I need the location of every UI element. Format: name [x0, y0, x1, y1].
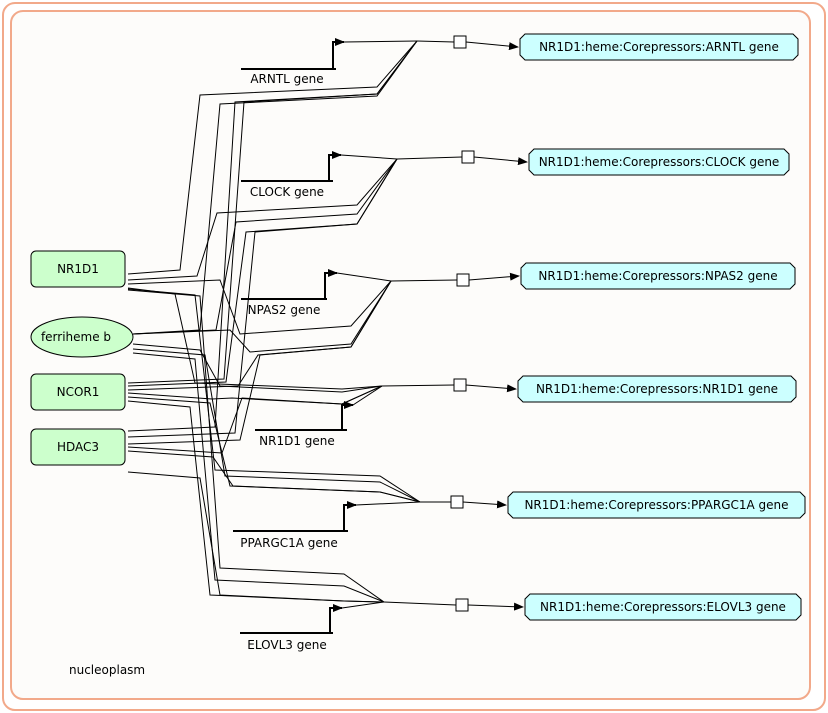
edge-hub-to-reaction-npas2-gene: [390, 279, 458, 282]
input-ncor1-label: NCOR1: [57, 385, 100, 399]
product-elovl3-gene-box: [524, 593, 802, 621]
compartment-nucleoplasm: [10, 10, 811, 700]
edge-hub-to-reaction-clock-gene: [396, 156, 463, 160]
gene-ppargc1a-gene[interactable]: PPARGC1A gene: [233, 501, 357, 550]
edge-input-3-to-ppargc1a-gene: [127, 450, 421, 503]
gene-nr1d1-gene-arrow: [341, 401, 354, 430]
gene-ppargc1a-gene-arrow: [343, 501, 357, 531]
edge-layer: [127, 40, 421, 603]
edge-clock-gene-to-hub: [340, 154, 398, 160]
gene-clock-gene-label: CLOCK gene: [250, 185, 324, 199]
edge-hub-to-reaction-arntl-gene: [416, 40, 455, 43]
input-ferriheme-node[interactable]: ferriheme b: [30, 316, 134, 358]
input-hdac3-box: [30, 428, 126, 466]
product-nr1d1-gene-label: NR1D1:heme:Corepressors:NR1D1 gene: [536, 382, 778, 396]
gene-elovl3-gene-arrow: [329, 604, 343, 633]
product-nr1d1-gene-box: [517, 375, 797, 403]
gene-npas2-gene-arrow: [324, 269, 338, 299]
product-ppargc1a-gene[interactable]: NR1D1:heme:Corepressors:PPARGC1A gene: [507, 491, 806, 519]
product-clock-gene[interactable]: NR1D1:heme:Corepressors:CLOCK gene: [528, 148, 790, 176]
edge-input-1-to-ppargc1a-gene: [132, 348, 421, 503]
reaction-node-npas2-gene[interactable]: [456, 273, 470, 287]
input-hdac3-label: HDAC3: [57, 440, 99, 454]
gene-npas2-gene[interactable]: NPAS2 gene: [241, 269, 338, 317]
reaction-node-nr1d1-gene[interactable]: [453, 378, 467, 392]
edge-input-1-to-elovl3-gene: [132, 352, 385, 603]
edge-reaction-to-product-clock-gene: [473, 156, 528, 166]
gene-elovl3-gene-label: ELOVL3 gene: [247, 638, 326, 652]
edge-reaction-to-product-ppargc1a-gene: [462, 500, 507, 509]
edge-input-3-to-elovl3-gene: [127, 471, 385, 603]
gene-arntl-gene[interactable]: ARNTL gene: [241, 38, 345, 86]
product-ppargc1a-gene-box: [507, 491, 806, 519]
gene-elovl3-gene[interactable]: ELOVL3 gene: [240, 604, 343, 652]
edge-ppargc1a-gene-to-hub: [355, 501, 421, 506]
gene-arntl-gene-label: ARNTL gene: [250, 72, 323, 86]
input-ncor1-box: [30, 373, 126, 411]
edge-hub-to-reaction-nr1d1-gene: [381, 384, 455, 387]
product-npas2-gene-label: NR1D1:heme:Corepressors:NPAS2 gene: [538, 269, 777, 283]
reactions-layer: ARNTL gene NR1D1:heme:Corepressors:ARNTL …: [233, 33, 806, 652]
edge-input-0-to-elovl3-gene: [127, 289, 385, 603]
edge-reaction-to-product-nr1d1-gene: [465, 384, 517, 393]
edge-input-0-to-ppargc1a-gene: [127, 288, 421, 503]
product-npas2-gene[interactable]: NR1D1:heme:Corepressors:NPAS2 gene: [520, 262, 796, 290]
product-nr1d1-gene[interactable]: NR1D1:heme:Corepressors:NR1D1 gene: [517, 375, 797, 403]
edge-nr1d1-gene-to-hub: [352, 385, 383, 406]
product-arntl-gene-label: NR1D1:heme:Corepressors:ARNTL gene: [539, 40, 779, 54]
product-elovl3-gene-label: NR1D1:heme:Corepressors:ELOVL3 gene: [540, 600, 786, 614]
reaction-node-elovl3-gene[interactable]: [455, 598, 469, 612]
reaction-node-arntl-gene[interactable]: [453, 35, 467, 49]
edge-input-3-to-clock-gene: [127, 158, 398, 438]
edge-input-3-to-arntl-gene: [127, 40, 418, 432]
edge-input-0-to-arntl-gene: [127, 40, 418, 275]
gene-npas2-gene-label: NPAS2 gene: [248, 303, 321, 317]
product-arntl-gene-box: [519, 33, 799, 61]
compartment-label: nucleoplasm: [69, 663, 145, 677]
input-ferriheme-ellipse: [30, 316, 134, 358]
input-nr1d1-label: NR1D1: [57, 262, 99, 276]
gene-ppargc1a-gene-label: PPARGC1A gene: [240, 536, 338, 550]
edge-input-1-to-npas2-gene: [132, 280, 392, 353]
gene-clock-gene[interactable]: CLOCK gene: [241, 151, 342, 199]
input-nr1d1-box: [30, 250, 126, 288]
edge-hub-to-reaction-elovl3-gene: [383, 601, 457, 606]
input-hdac3-node[interactable]: HDAC3: [30, 428, 126, 466]
input-nr1d1-node[interactable]: NR1D1: [30, 250, 126, 288]
edge-input-3-to-nr1d1-gene: [127, 385, 383, 454]
product-arntl-gene[interactable]: NR1D1:heme:Corepressors:ARNTL gene: [519, 33, 799, 61]
edge-input-1-to-nr1d1-gene: [132, 343, 383, 393]
edge-npas2-gene-to-hub: [336, 272, 392, 282]
edge-reaction-to-product-npas2-gene: [468, 272, 520, 281]
product-clock-gene-box: [528, 148, 790, 176]
edge-elovl3-gene-to-hub: [341, 601, 385, 609]
gene-nr1d1-gene[interactable]: NR1D1 gene: [255, 401, 354, 448]
edge-input-0-to-npas2-gene: [127, 279, 392, 335]
edge-reaction-to-product-arntl-gene: [465, 41, 519, 51]
reaction-node-clock-gene[interactable]: [461, 150, 475, 164]
edge-input-0-to-clock-gene: [127, 158, 398, 281]
product-npas2-gene-box: [520, 262, 796, 290]
input-ferriheme-label: ferriheme b: [41, 330, 111, 344]
gene-nr1d1-gene-label: NR1D1 gene: [259, 434, 335, 448]
product-elovl3-gene[interactable]: NR1D1:heme:Corepressors:ELOVL3 gene: [524, 593, 802, 621]
gene-clock-gene-arrow: [328, 151, 342, 181]
edge-input-1-to-arntl-gene: [132, 40, 418, 335]
reaction-node-ppargc1a-gene[interactable]: [450, 495, 464, 509]
product-ppargc1a-gene-label: NR1D1:heme:Corepressors:PPARGC1A gene: [524, 498, 788, 512]
product-clock-gene-label: NR1D1:heme:Corepressors:CLOCK gene: [539, 155, 780, 169]
gene-arntl-gene-arrow: [332, 38, 345, 69]
edge-arntl-gene-to-hub: [343, 40, 418, 43]
edge-reaction-to-product-elovl3-gene: [467, 602, 524, 611]
input-ncor1-node[interactable]: NCOR1: [30, 373, 126, 411]
